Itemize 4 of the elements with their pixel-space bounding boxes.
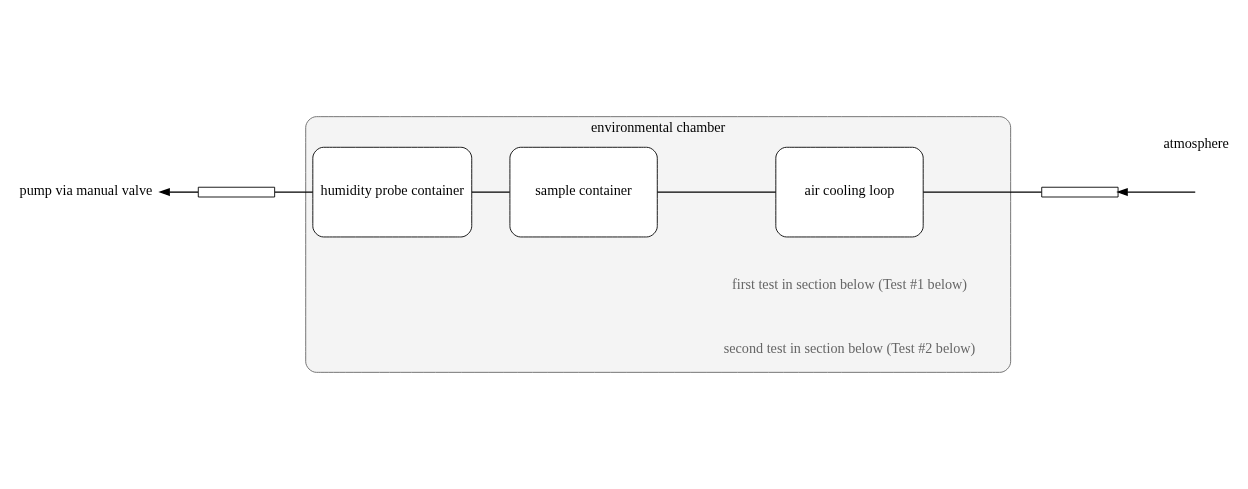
label: second test in section below (Test #2 below) [723, 339, 976, 356]
label: first test in section below (Test #1 below) [731, 275, 968, 292]
node-text: pump via manual valve [19, 182, 153, 199]
label: atmosphere [1163, 134, 1229, 151]
